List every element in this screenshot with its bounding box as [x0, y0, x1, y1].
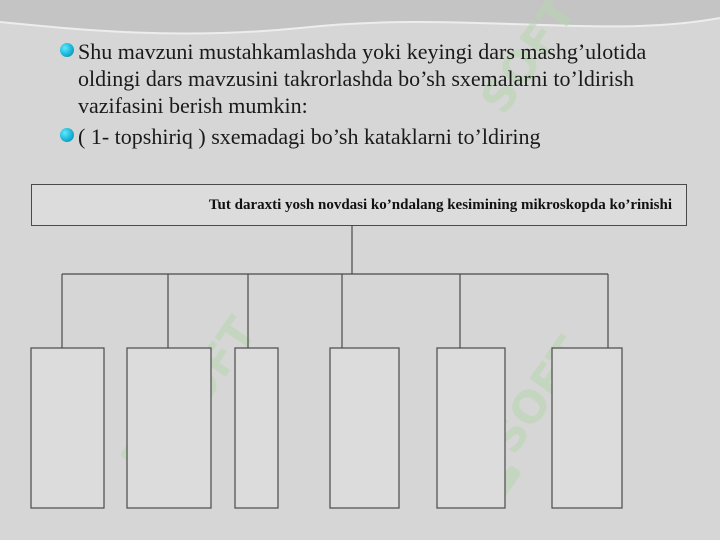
top-wave-decoration [0, 0, 720, 35]
bullet-dot-icon [60, 43, 74, 57]
bullet-text: Shu mavzuni mustahkamlashda yoki keyingi… [78, 39, 647, 118]
empty-box[interactable] [30, 347, 105, 509]
diagram-root-box: Tut daraxti yosh novdasi ko’ndalang kesi… [31, 184, 687, 226]
empty-box[interactable] [126, 347, 212, 509]
bullet-dot-icon [60, 128, 74, 142]
bullet-list: Shu mavzuni mustahkamlashda yoki keyingi… [58, 38, 698, 150]
bullet-item: ( 1- topshiriq ) sxemadagi bo’sh katakla… [58, 123, 698, 150]
bullet-item: Shu mavzuni mustahkamlashda yoki keyingi… [58, 38, 698, 119]
bullet-text: ( 1- topshiriq ) sxemadagi bo’sh katakla… [78, 124, 541, 149]
empty-box[interactable] [436, 347, 506, 509]
diagram-root-label: Tut daraxti yosh novdasi ko’ndalang kesi… [208, 196, 672, 213]
empty-box[interactable] [329, 347, 400, 509]
empty-box[interactable] [551, 347, 623, 509]
empty-box[interactable] [234, 347, 279, 509]
